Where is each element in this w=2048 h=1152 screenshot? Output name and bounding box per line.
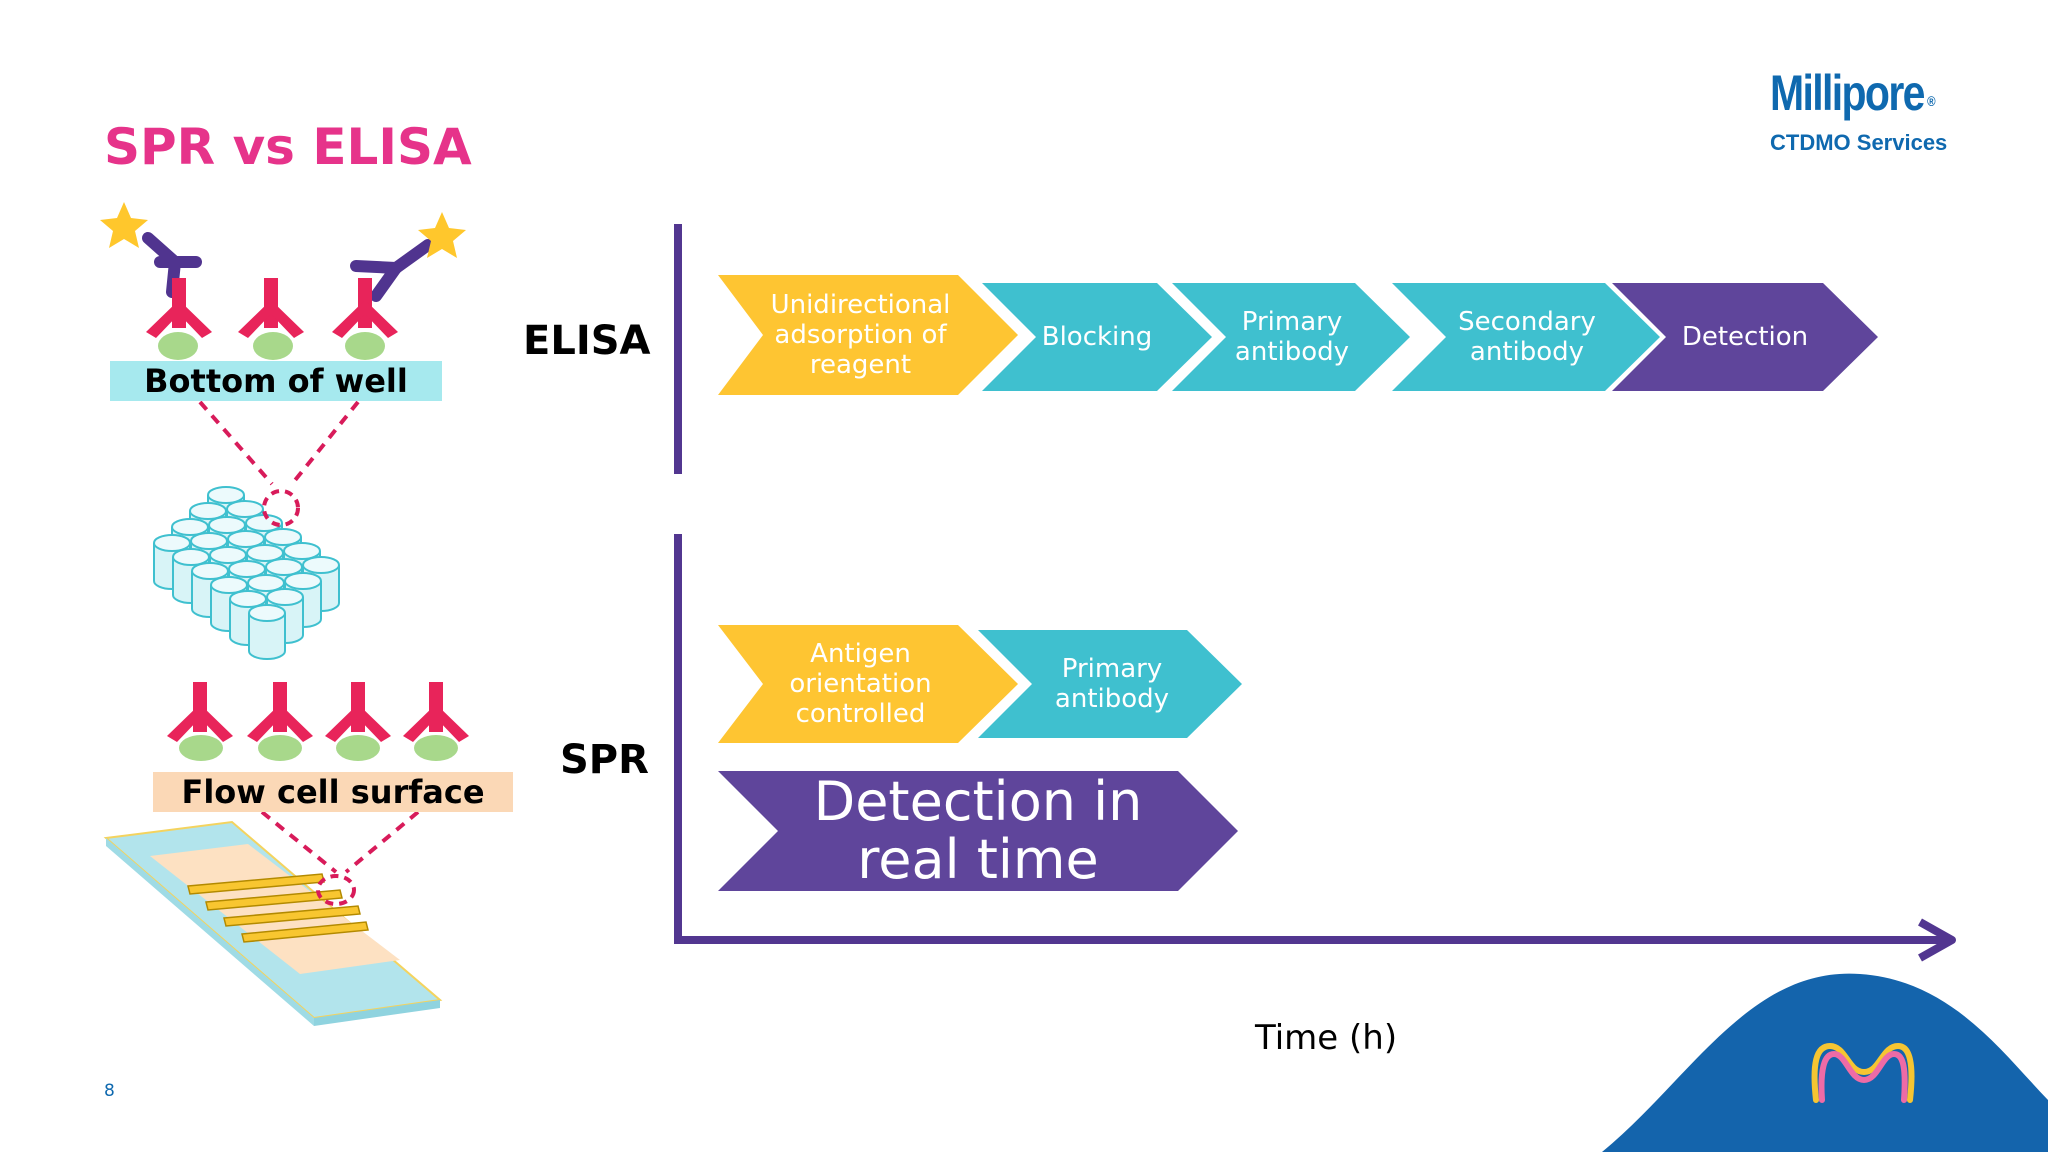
- labeled-secondary-antibody-icon: [350, 212, 466, 302]
- page-number: 8: [104, 1081, 115, 1101]
- elisa-row-label: ELISA: [523, 318, 651, 364]
- microplate-icon: [153, 486, 340, 660]
- zoom-circle: [262, 489, 300, 527]
- bottom-of-well-label: Bottom of well: [110, 361, 442, 401]
- chevron-shape: [982, 283, 1212, 391]
- primary-antibody-icon: [167, 682, 469, 742]
- chevron-shape: [718, 625, 1018, 743]
- assay-illustration: [100, 202, 469, 1026]
- antigen-icon: [179, 735, 458, 761]
- brand-subtitle: CTDMO Services: [1770, 130, 1948, 155]
- flow-cell-chip-icon: [103, 820, 443, 1026]
- chevron-shape: [718, 275, 1018, 395]
- time-axis-label: Time (h): [1255, 1018, 1398, 1058]
- chevron-shape: [1612, 283, 1878, 391]
- chevron-shape: [1392, 283, 1660, 391]
- slide-title: SPR vs ELISA: [104, 118, 472, 176]
- antigen-icon: [158, 332, 385, 360]
- spr-row-label: SPR: [560, 737, 649, 783]
- chevron-shape: [978, 630, 1242, 738]
- flow-cell-surface-label: Flow cell surface: [153, 772, 513, 812]
- brand-logo: Millipore® CTDMO Services: [1770, 66, 1970, 156]
- microplate-well: [248, 604, 286, 660]
- brand-wordmark: Millipore®: [1770, 65, 1936, 128]
- time-axis-arrow-icon: [1918, 918, 1956, 962]
- primary-antibody-icon: [146, 278, 398, 338]
- chevron-shape: [1172, 283, 1410, 391]
- brand-name: Millipore: [1770, 65, 1925, 121]
- chevron-shape: [718, 771, 1238, 891]
- brand-registered-mark: ®: [1927, 93, 1936, 109]
- zoom-lines: [198, 400, 420, 874]
- brand-corner-wave: [1602, 973, 2048, 1152]
- brand-m-logo-icon: [1811, 1043, 1915, 1103]
